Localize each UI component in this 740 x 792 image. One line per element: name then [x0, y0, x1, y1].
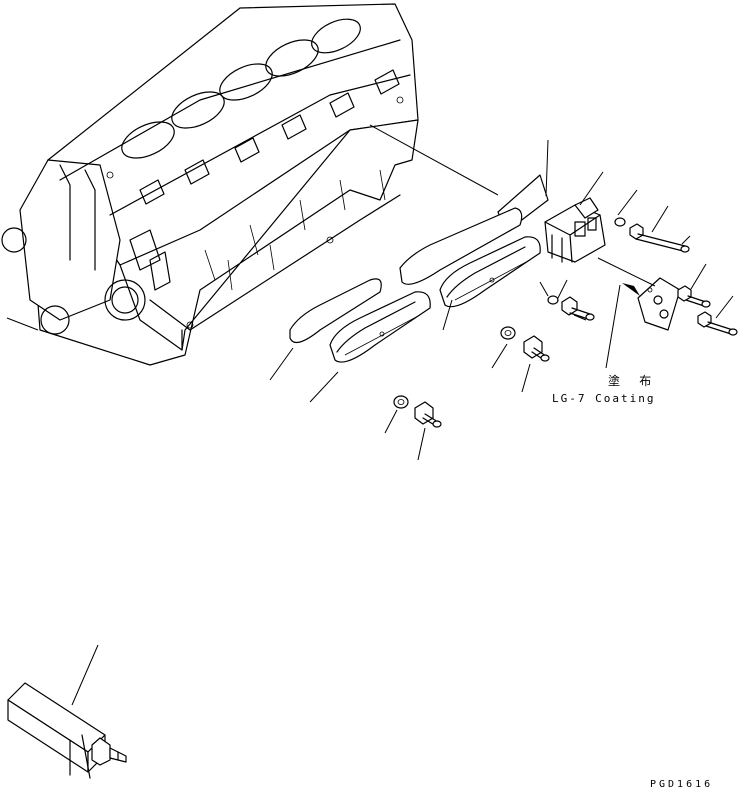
- washer-front: [393, 395, 409, 409]
- breather-housing: [544, 197, 606, 263]
- figure-code: PGD1616: [650, 779, 714, 790]
- washer-rear: [500, 326, 516, 340]
- connector-bolt-2: [697, 311, 738, 336]
- cylinder-block: [1, 3, 419, 366]
- gasket-middle: [399, 207, 523, 285]
- coating-note-english: LG-7 Coating: [552, 392, 656, 405]
- short-bolt: [561, 296, 595, 321]
- bolt-rear: [523, 335, 550, 362]
- connector-bolt-1: [677, 285, 711, 308]
- leader-lines: [6, 124, 734, 461]
- connector-plate: [637, 277, 681, 331]
- long-bolt-1: [629, 223, 690, 253]
- gasket-front: [289, 278, 382, 344]
- coating-note-japanese: 塗 布: [608, 374, 658, 388]
- small-washer: [614, 217, 626, 227]
- service-tool: [7, 644, 127, 779]
- dowel-washer: [547, 295, 559, 305]
- side-cover-rear: [439, 236, 541, 308]
- bolt-front: [414, 401, 442, 428]
- side-cover-front: [329, 291, 431, 363]
- coating-arrow: [622, 283, 640, 296]
